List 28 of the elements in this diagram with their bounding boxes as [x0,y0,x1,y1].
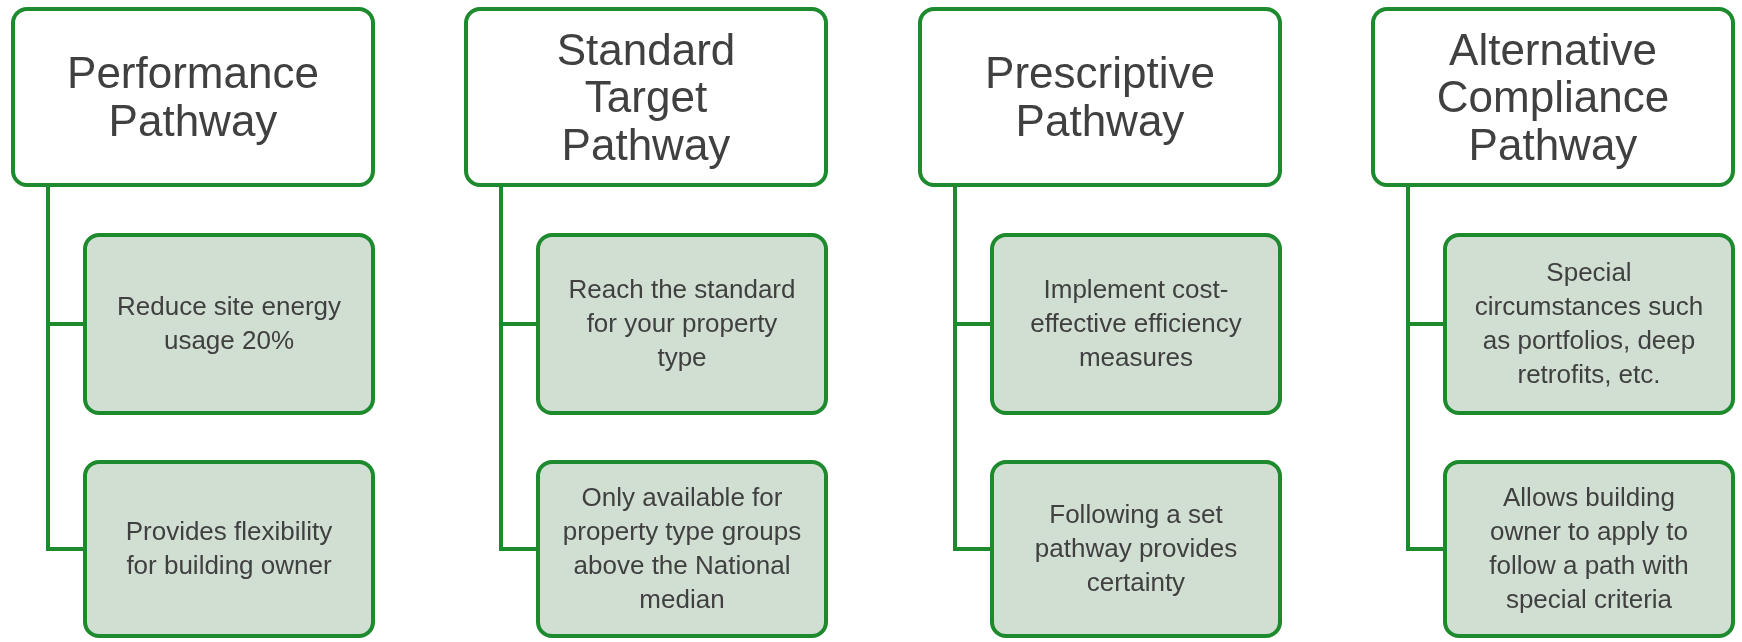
description-text: Reach the standard for your property type [567,273,797,374]
pathway-header-box [464,7,828,187]
pathway-header-box [1371,7,1735,187]
description-box [83,460,375,638]
description-box [990,460,1282,638]
description-box [990,233,1282,415]
connector-line [499,187,536,551]
description-box [1443,460,1735,638]
description-text: Implement cost-effective efficiency measures [1029,273,1243,374]
pathway-title: Prescriptive Pathway [984,49,1216,145]
connector-line [1406,187,1443,551]
connector-line [46,187,83,551]
description-text: Following a set pathway provides certainty [1033,498,1239,599]
pathway-title: Performance Pathway [66,49,320,145]
description-text: Special circumstances such as portfolios, deep retrofits, etc. [1473,256,1705,391]
connector-line [953,187,990,551]
description-box [1443,233,1735,415]
description-text: Allows building owner to apply to follow a path with special criteria [1488,481,1690,616]
description-text: Provides flexibility for building owner [124,515,334,582]
pathway-header-box [918,7,1282,187]
pathway-header-box [11,7,375,187]
description-text: Only available for property type groups above the National median [561,481,803,616]
description-box [83,233,375,415]
description-box [536,460,828,638]
pathway-title: Standard Target Pathway [555,25,737,169]
description-text: Reduce site energy usage 20% [116,290,342,357]
pathway-title: Alternative Compliance Pathway [1435,25,1671,169]
description-box [536,233,828,415]
